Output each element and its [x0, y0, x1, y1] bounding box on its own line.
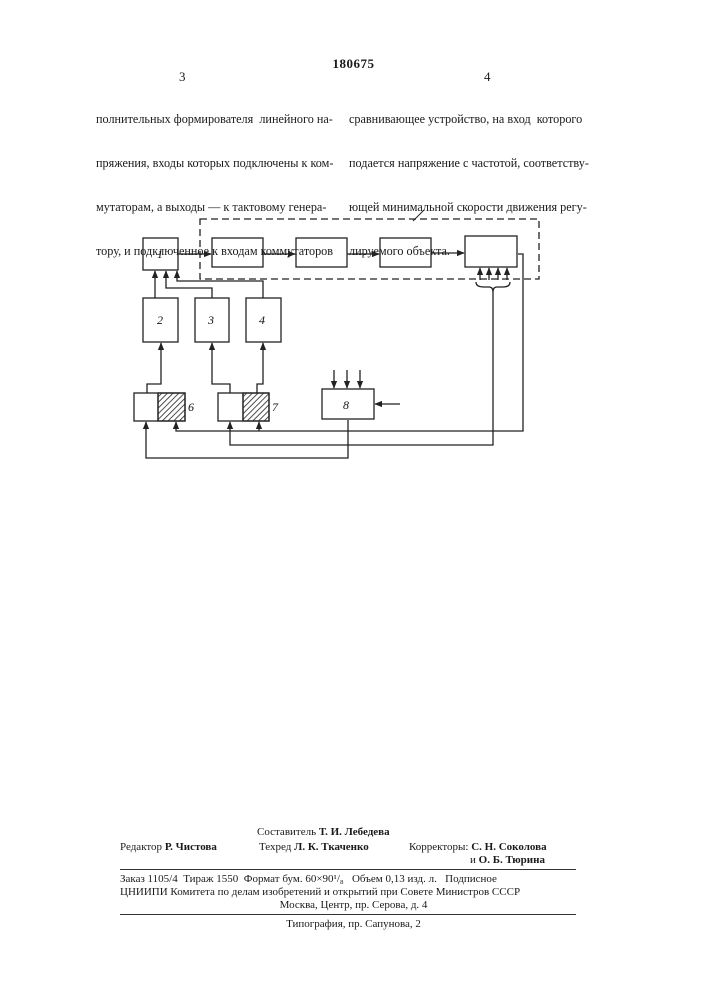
- corrector-2-prefix: и: [470, 854, 476, 866]
- compiler-line: Составитель Т. И. Лебедева: [257, 826, 390, 840]
- block-3-label: 3: [207, 313, 214, 327]
- block-7-label: 7: [272, 400, 279, 414]
- correctors-label: Корректоры:: [409, 841, 468, 853]
- compiler-label: Составитель: [257, 826, 316, 838]
- org-line: ЦНИИПИ Комитета по делам изобретений и о…: [120, 886, 576, 900]
- corrector-1: С. Н. Соколова: [471, 841, 546, 853]
- order-line: Заказ 1105/4 Тираж 1550 Формат бум. 60×9…: [120, 873, 576, 887]
- compiler-name: Т. И. Лебедева: [319, 826, 390, 838]
- block-chain-c: [380, 238, 431, 267]
- block-chain-b: [296, 238, 347, 267]
- techred-label: Техред: [259, 841, 291, 853]
- footer-rule-top: [120, 869, 576, 870]
- block-6-label: 6: [188, 400, 194, 414]
- block-4-label: 4: [259, 313, 265, 327]
- block-1-label: 1: [157, 247, 163, 261]
- block-chain-a: [212, 238, 263, 267]
- printing-line: Типография, пр. Сапунова, 2: [0, 918, 707, 932]
- editor-label: Редактор: [120, 841, 162, 853]
- address-line: Москва, Центр, пр. Серова, д. 4: [0, 899, 707, 913]
- dashed-enclosure: [200, 219, 539, 279]
- block-2-label: 2: [157, 313, 163, 327]
- editor-name: Р. Чистова: [165, 841, 217, 853]
- corrector-2-line: и О. Б. Тюрина: [470, 854, 545, 868]
- footer-rule-bottom: [120, 914, 576, 915]
- block-8-label: 8: [343, 398, 349, 412]
- correctors-line: Корректоры: С. Н. Соколова: [409, 841, 547, 855]
- techred-line: Техред Л. К. Ткаченко: [259, 841, 369, 855]
- corrector-2: О. Б. Тюрина: [479, 854, 545, 866]
- editor-line: Редактор Р. Чистова: [120, 841, 217, 855]
- block-chain-d: [465, 236, 517, 267]
- techred-name: Л. К. Ткаченко: [294, 841, 369, 853]
